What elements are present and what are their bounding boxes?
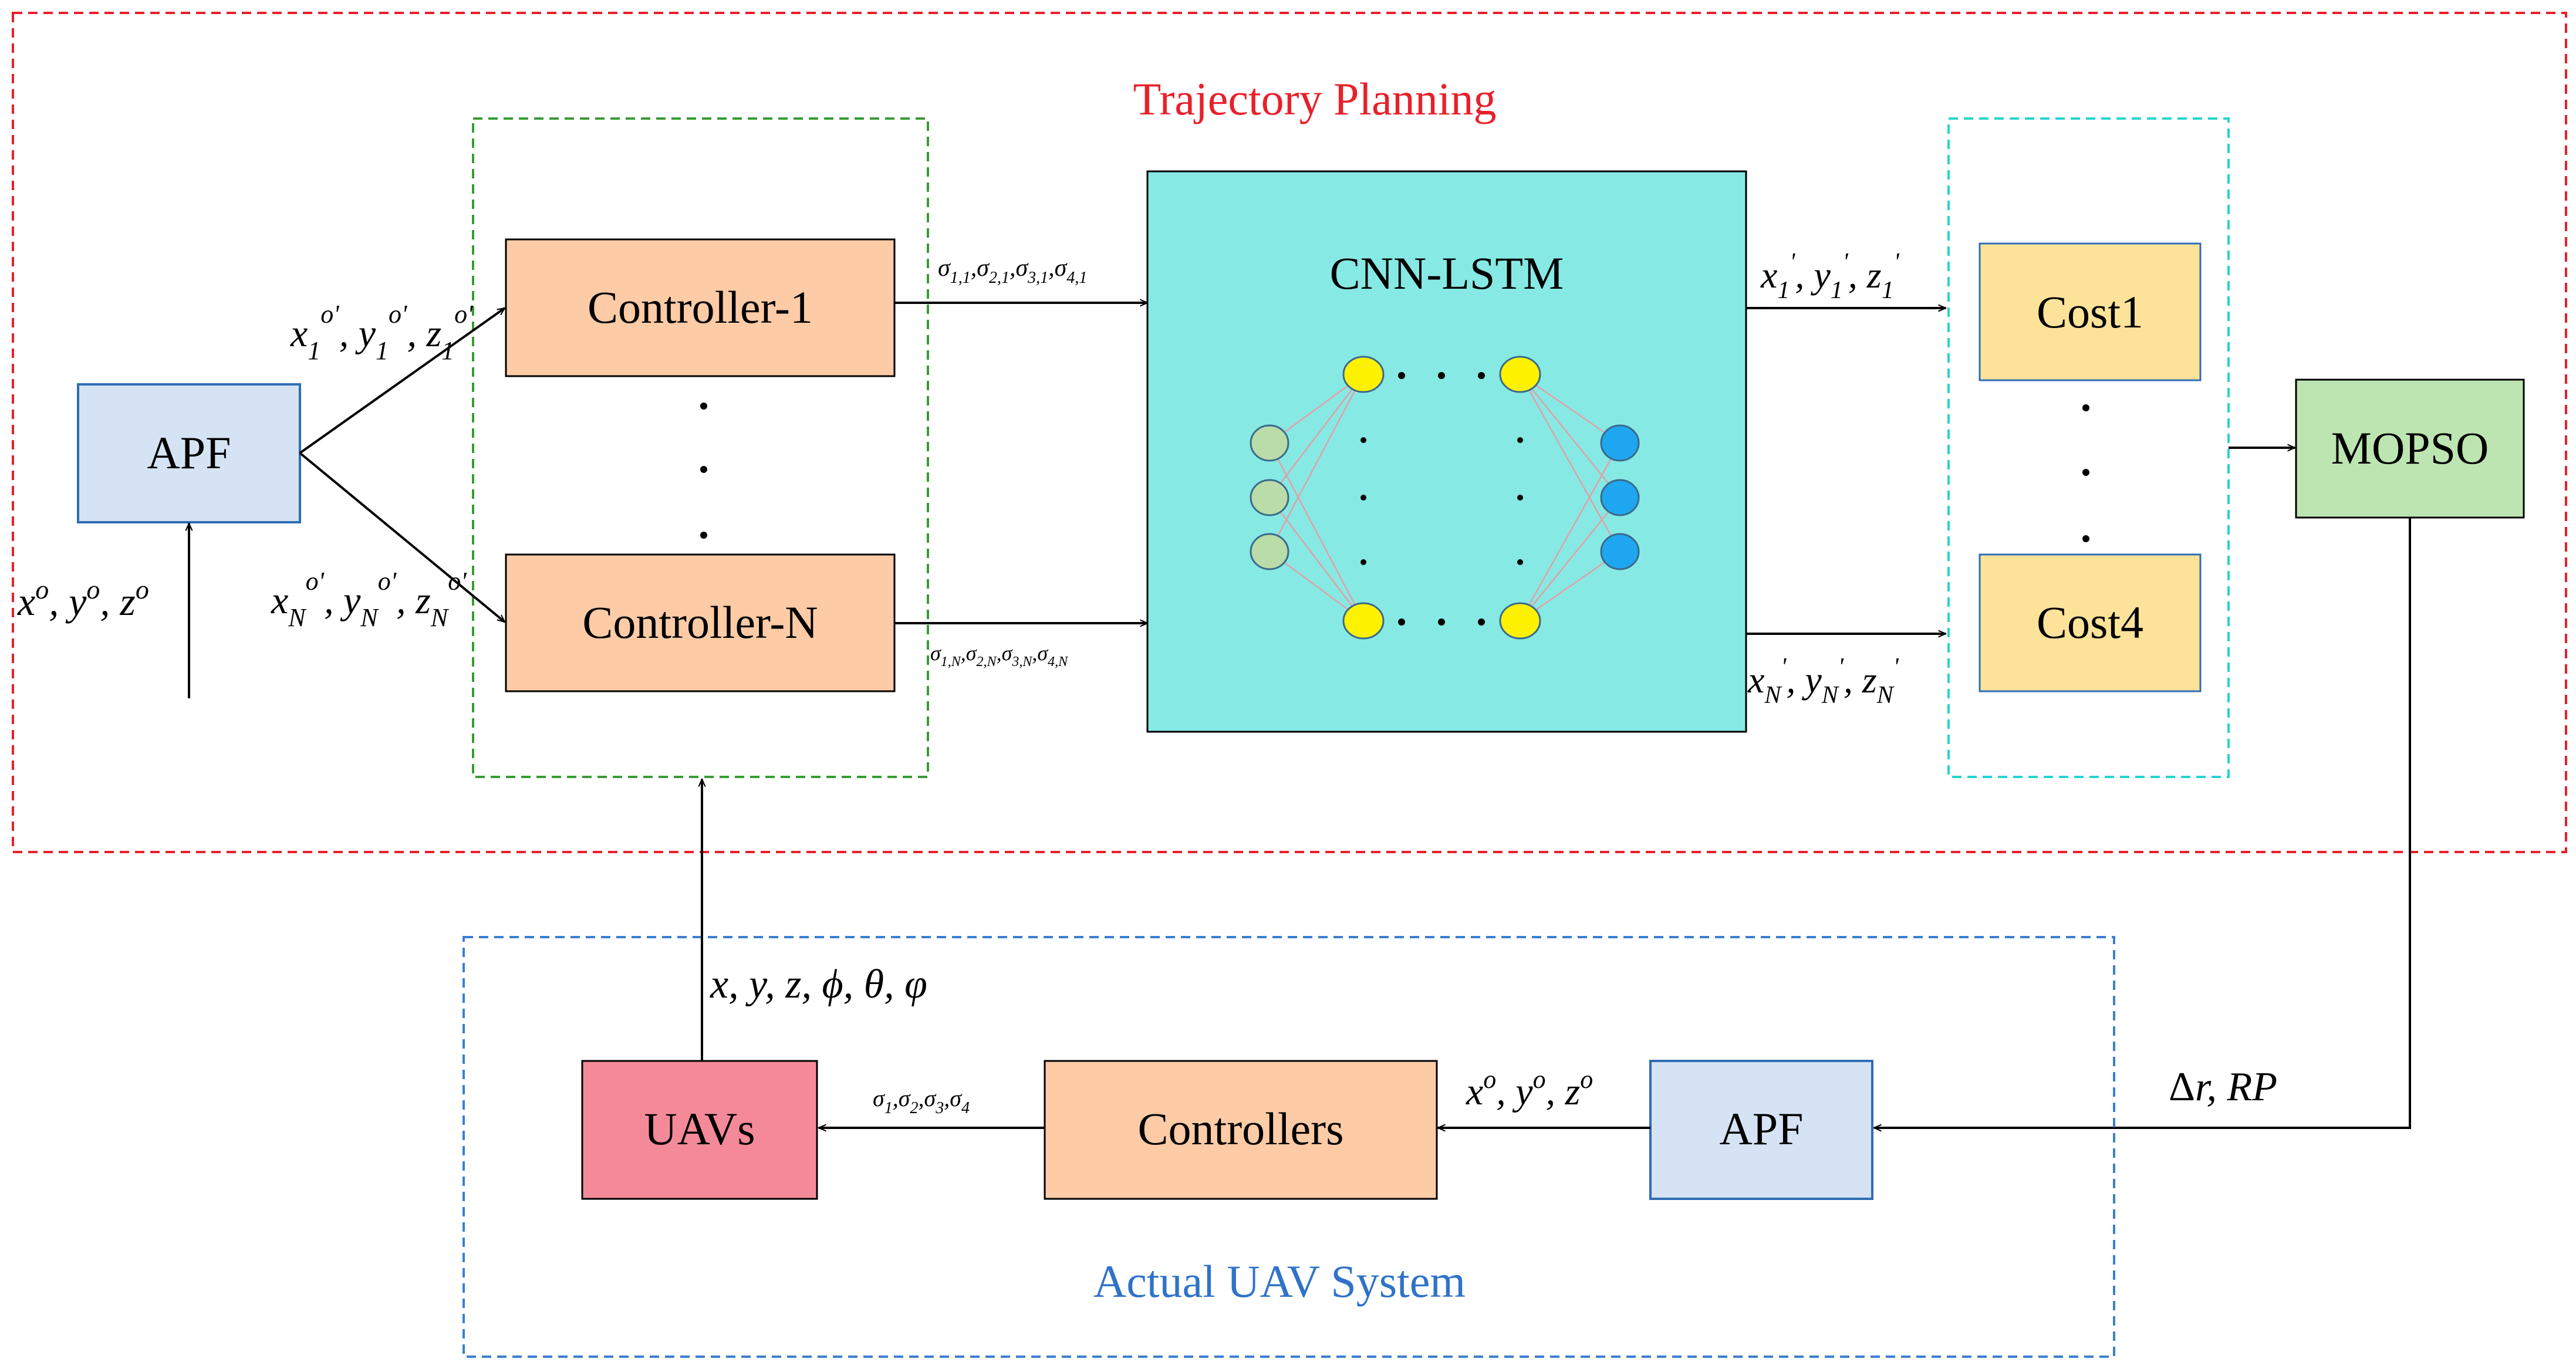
cost-ellipsis: [2082, 404, 2089, 542]
svg-text:σ1,N,σ2,N,σ3,N,σ4,N: σ1,N,σ2,N,σ3,N,σ4,N: [930, 641, 1069, 670]
controller-1-box: Controller-1: [505, 238, 896, 377]
actual-uav-system-group: [462, 936, 2115, 1358]
cost-group: [1947, 117, 2230, 778]
sigma-bottom-label: σ1,σ2,σ3,σ4: [873, 1085, 970, 1117]
output-node: [1600, 424, 1640, 462]
controllers-box: Controllers: [1044, 1060, 1438, 1200]
input-node: [1250, 533, 1289, 570]
mopso-to-apf-path: [1874, 518, 2411, 1128]
feedback-state-label: x, y, z, ϕ, θ, φ: [710, 962, 927, 1007]
svg-text:x, y, z, ϕ, θ, φ: x, y, z, ϕ, θ, φ: [710, 962, 927, 1007]
cost4-box: Cost4: [1979, 553, 2202, 692]
svg-text:x1o', y1o', z1o': x1o', y1o', z1o': [290, 300, 474, 365]
cost1-label: Cost1: [2037, 286, 2143, 337]
uavs-label: UAVs: [644, 1103, 755, 1154]
svg-text:xNo', yNo', zNo': xNo', yNo', zNo': [271, 567, 467, 632]
cost1-box: Cost1: [1979, 242, 2202, 381]
apf-box-top: APF: [77, 383, 301, 523]
cnn-lstm-label: CNN-LSTM: [1330, 248, 1564, 299]
cnn-lstm-box: CNN-LSTM: [1146, 170, 1747, 733]
input-node: [1250, 424, 1289, 462]
uavs-box: UAVs: [581, 1060, 818, 1200]
apf-output-label: xo, yo, zo: [1466, 1065, 1593, 1113]
controllers-group: [472, 117, 929, 778]
svg-text:x1', y1', z1': x1', y1', z1': [1760, 249, 1900, 304]
apf-label-top: APF: [147, 427, 231, 478]
hidden-node: [1499, 356, 1541, 393]
svg-text:σ1,σ2,σ3,σ4: σ1,σ2,σ3,σ4: [873, 1085, 970, 1117]
svg-text:xo, yo, zo: xo, yo, zo: [1466, 1065, 1593, 1113]
mopso-output-label: Δr, RP: [2169, 1064, 2277, 1110]
output-n-label: xN', yN', zN': [1747, 654, 1899, 709]
svg-text:σ1,1,σ2,1,σ3,1,σ4,1: σ1,1,σ2,1,σ3,1,σ4,1: [938, 255, 1087, 287]
svg-text:xN', yN', zN': xN', yN', zN': [1747, 654, 1899, 709]
controller-n-label: Controller-N: [582, 597, 818, 648]
trajectory-planning-group: [12, 12, 2567, 853]
controller-1-label: Controller-1: [588, 282, 813, 333]
hidden-node: [1499, 602, 1541, 640]
mopso-box: MOPSO: [2295, 378, 2525, 519]
apf-to-controller1-arrow: [299, 307, 505, 454]
cost4-label: Cost4: [2037, 597, 2143, 648]
apf-to-controllerN-arrow: [299, 452, 505, 622]
controller1-input-label: x1o', y1o', z1o': [290, 300, 474, 365]
mopso-label: MOPSO: [2331, 422, 2489, 474]
sigma-1-label: σ1,1,σ2,1,σ3,1,σ4,1: [938, 255, 1087, 287]
svg-text:Δr, RP: Δr, RP: [2169, 1064, 2277, 1110]
svg-text:xo, yo, zo: xo, yo, zo: [17, 574, 149, 624]
output-1-label: x1', y1', z1': [1760, 249, 1900, 304]
neural-network-illustration: [1250, 356, 1640, 640]
sigma-n-label: σ1,N,σ2,N,σ3,N,σ4,N: [930, 641, 1069, 670]
controllers-label: Controllers: [1138, 1103, 1344, 1154]
controllerN-input-label: xNo', yNo', zNo': [271, 567, 467, 632]
output-node: [1600, 479, 1640, 516]
hidden-node: [1342, 602, 1385, 640]
controllers-ellipsis: [700, 403, 707, 539]
apf-input-label: xo, yo, zo: [17, 574, 149, 624]
apf-label-bottom: APF: [1719, 1103, 1803, 1154]
apf-box-bottom: APF: [1649, 1060, 1873, 1200]
output-node: [1600, 533, 1640, 570]
actual-uav-system-title: Actual UAV System: [1093, 1256, 1466, 1307]
hidden-node: [1342, 356, 1385, 393]
trajectory-planning-title: Trajectory Planning: [1133, 73, 1497, 124]
input-node: [1250, 479, 1289, 516]
controller-n-box: Controller-N: [505, 553, 896, 692]
